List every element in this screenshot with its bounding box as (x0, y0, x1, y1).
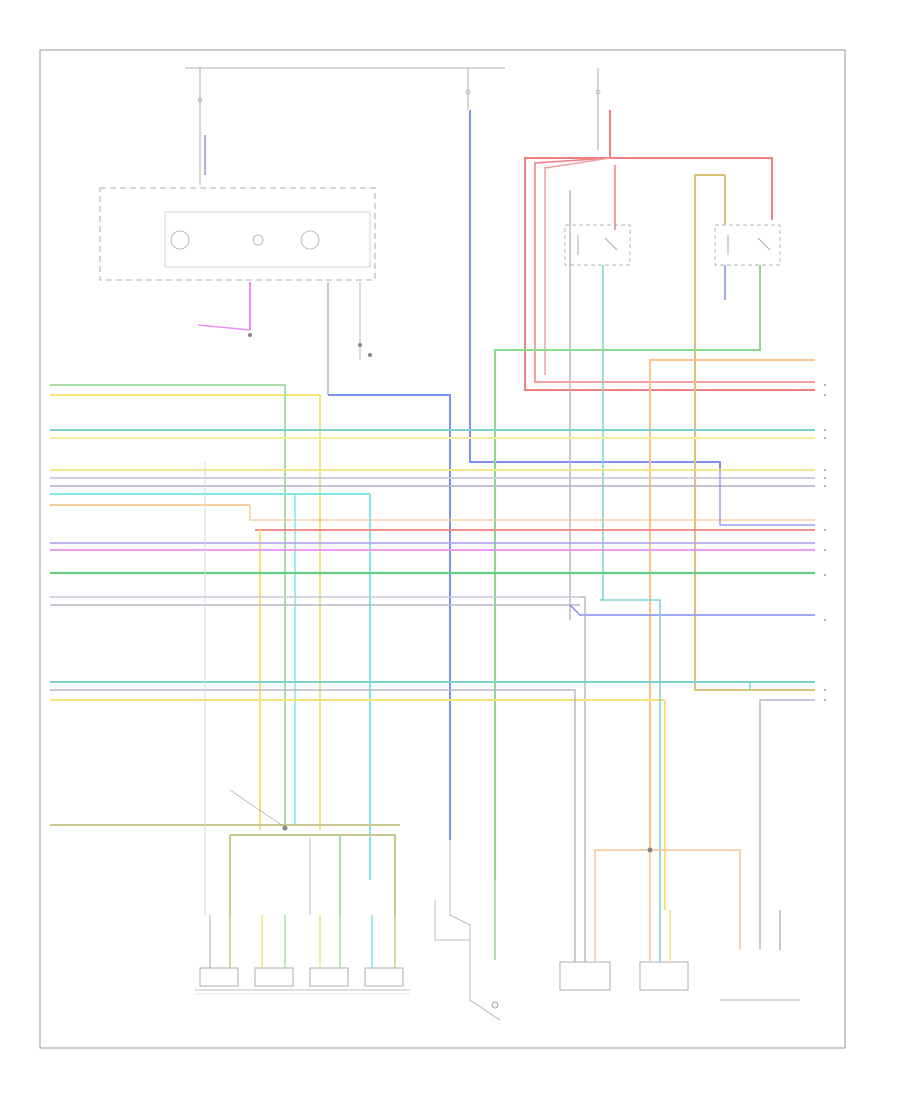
relay-switch-icon (757, 237, 771, 251)
wire-red (544, 157, 611, 375)
wire-gray (580, 596, 586, 910)
wire-orange (649, 359, 815, 850)
wire-blue (569, 604, 815, 616)
diagram-frame (39, 49, 846, 1049)
fuse-icon (465, 89, 471, 95)
instrument-cluster-box (99, 187, 376, 281)
wire-red (524, 110, 815, 391)
splice-icon (647, 847, 653, 853)
fuel-pump-module (434, 840, 501, 1021)
relay-box-2 (714, 224, 781, 266)
wire-red (534, 157, 815, 383)
fuel-injector-2 (254, 915, 294, 987)
wire-blue (719, 470, 815, 526)
splice-icon (282, 825, 288, 831)
wire-teal (600, 599, 661, 910)
sensor-3 (720, 850, 800, 1001)
wire-green (494, 265, 761, 880)
instrument-cluster-inner (164, 211, 371, 268)
relay-switch-icon (604, 237, 618, 251)
gauge-icon (170, 230, 190, 250)
wire-olive (230, 834, 396, 915)
fuse-icon (595, 89, 601, 95)
wire-red (610, 157, 773, 220)
sensor-2 (639, 850, 689, 991)
wire-violet (197, 324, 251, 331)
sensor-1 (559, 910, 611, 991)
wire-orange (594, 849, 740, 910)
wire-blue (328, 394, 451, 840)
connector-pins-right (824, 384, 826, 701)
fuse-icon (197, 97, 203, 103)
wire-tan (694, 174, 815, 691)
fuel-injector-3 (309, 915, 349, 987)
wire-gray (570, 689, 576, 910)
gauge-icon (300, 230, 320, 250)
relay-box-1 (564, 224, 631, 266)
fuel-injector-1 (199, 915, 239, 987)
wire-green (280, 384, 286, 825)
wire-orange (249, 505, 815, 521)
fuel-injector-4 (364, 915, 404, 987)
wire-blue (469, 110, 721, 470)
indicator-lamp-icon (252, 234, 264, 246)
fuel-pump-icon (491, 1001, 499, 1009)
wire-gray (759, 699, 815, 910)
